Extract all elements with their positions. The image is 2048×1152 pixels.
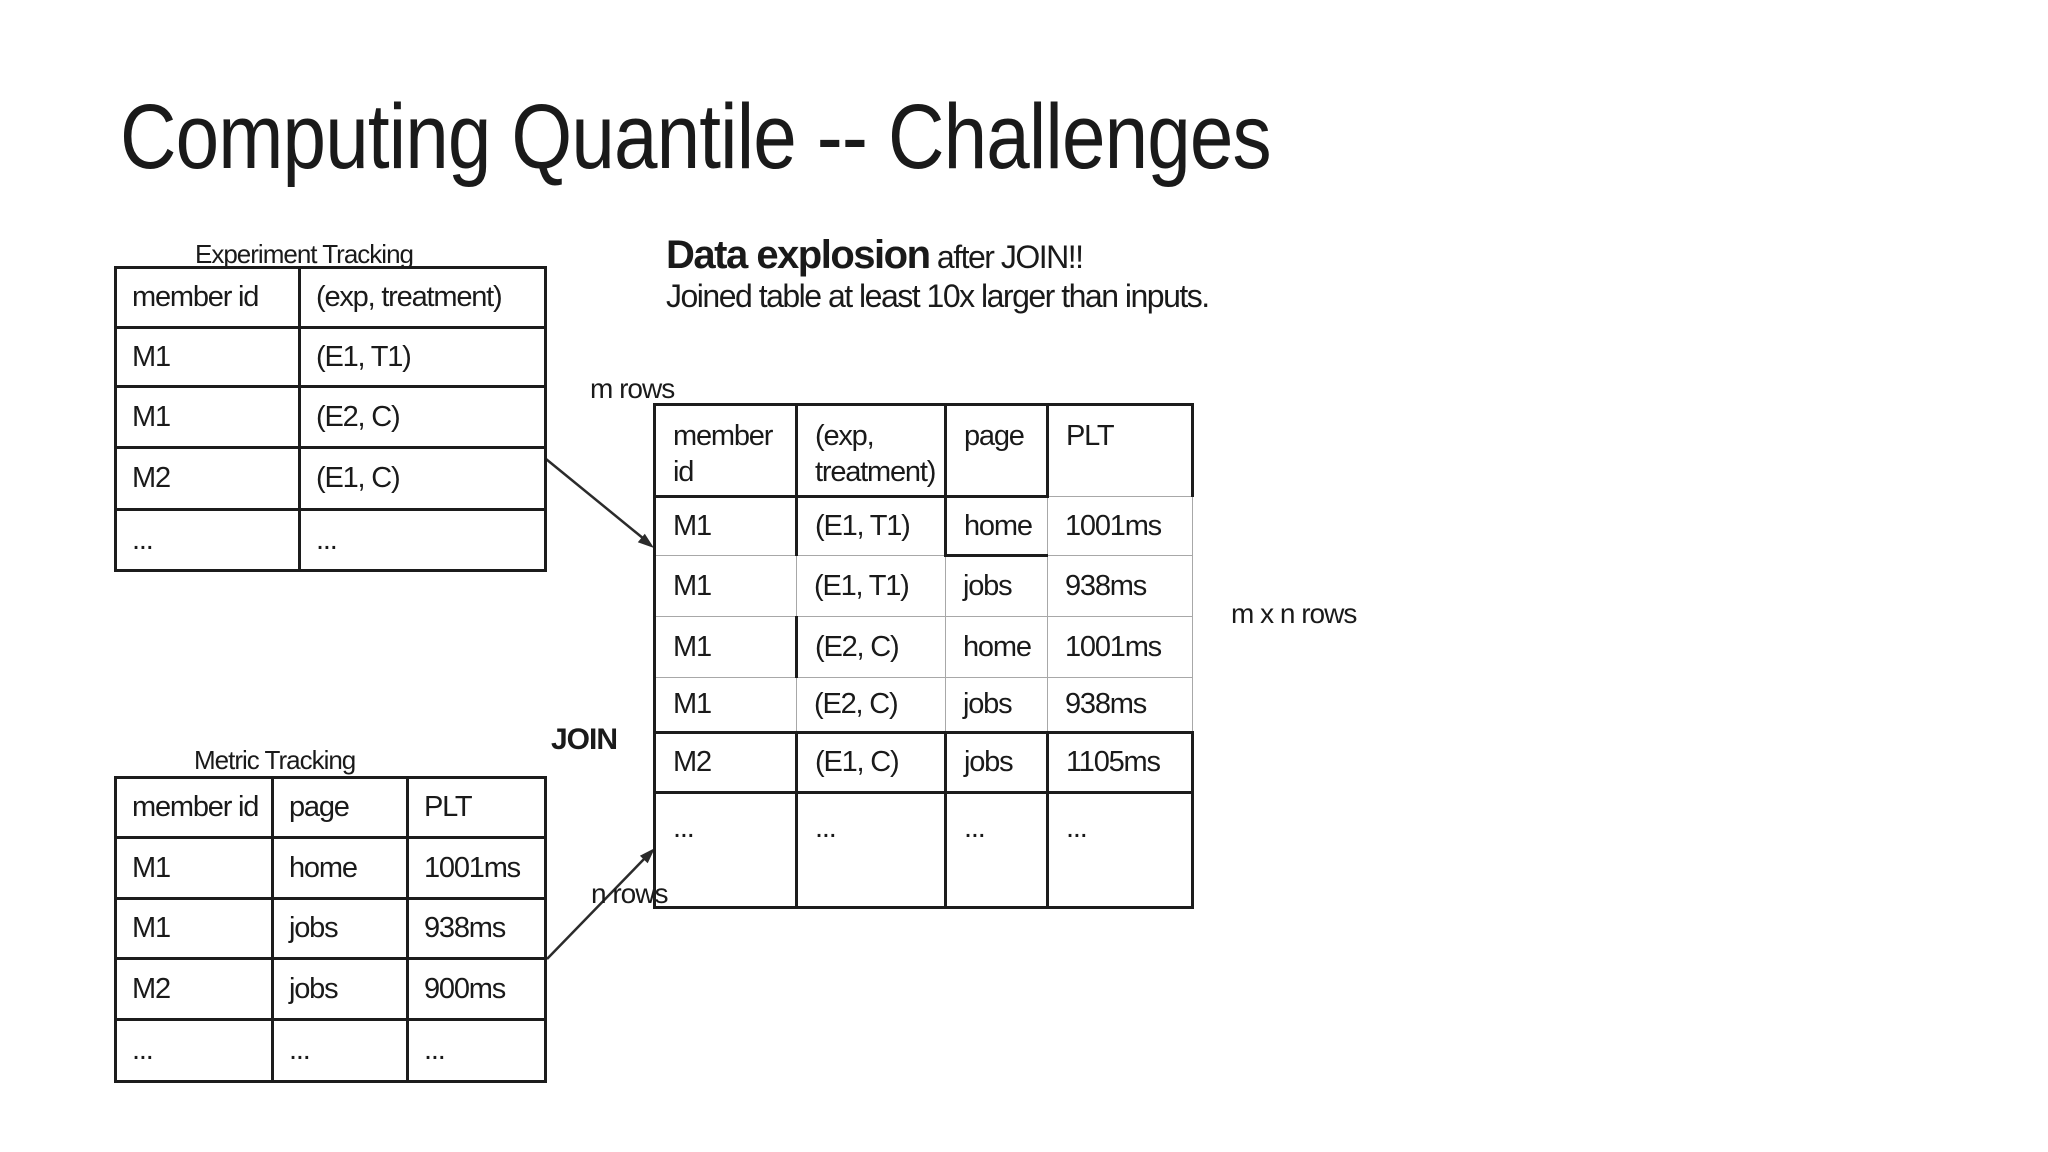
table-cell: M2: [653, 731, 798, 794]
page-title: Computing Quantile -- Challenges: [120, 86, 1272, 188]
table-cell: 1001ms: [1047, 496, 1193, 556]
table-cell: M1: [653, 616, 798, 678]
table-cell: ...: [653, 791, 798, 909]
table-header-cell: PLT: [1046, 403, 1194, 497]
table-cell: 1001ms: [406, 836, 547, 900]
table-header-cell: (exp, treatment): [298, 266, 547, 329]
experiment-table-title: Experiment Tracking: [195, 239, 414, 269]
data-explosion-subtitle: Joined table at least 10x larger than in…: [666, 278, 1210, 314]
table-cell: (E1, C): [298, 446, 547, 511]
metric-table-title: Metric Tracking: [194, 745, 356, 775]
table-cell: M1: [653, 677, 797, 734]
table-cell: ...: [1046, 791, 1194, 909]
table-cell: ...: [298, 508, 547, 572]
data-explosion-heading-rest: after JOIN!!: [929, 239, 1084, 275]
table-header-cell: PLT: [406, 776, 547, 839]
data-explosion-heading: Data explosion after JOIN!!: [666, 233, 1084, 277]
table-cell: jobs: [945, 554, 1048, 617]
table-cell: M2: [114, 446, 301, 511]
table-cell: M1: [653, 495, 798, 556]
table-header-cell: page: [944, 403, 1049, 498]
table-cell: ...: [271, 1018, 409, 1083]
table-cell: M1: [114, 836, 274, 900]
table-cell: jobs: [271, 957, 409, 1021]
join-label: JOIN: [551, 723, 618, 756]
table-cell: (E1, C): [795, 731, 947, 794]
table-header-cell: member id: [653, 403, 798, 498]
table-cell: 938ms: [1047, 555, 1193, 617]
table-cell: (E2, C): [796, 677, 946, 734]
table-cell: home: [945, 616, 1048, 678]
table-cell: ...: [795, 791, 947, 909]
table-cell: ...: [944, 791, 1049, 909]
table-cell: (E2, C): [298, 385, 547, 449]
table-cell: 1105ms: [1046, 731, 1194, 794]
table-cell: 1001ms: [1047, 616, 1193, 678]
table-cell: ...: [114, 508, 301, 572]
table-cell: M1: [653, 555, 797, 617]
table-cell: ...: [406, 1018, 547, 1083]
arrow-experiment-to-joined: [545, 458, 654, 548]
table-cell: (E1, T1): [796, 555, 946, 617]
table-cell: (E1, T1): [795, 495, 947, 556]
table-cell: home: [944, 495, 1048, 557]
table-header-cell: member id: [114, 776, 274, 839]
table-cell: jobs: [945, 677, 1048, 734]
table-header-cell: member id: [114, 266, 301, 329]
table-header-cell: (exp, treatment): [795, 403, 947, 498]
table-cell: 938ms: [1047, 677, 1193, 734]
table-cell: 900ms: [406, 957, 547, 1021]
experiment-tracking-table: member id(exp, treatment)M1(E1, T1)M1(E2…: [114, 266, 547, 572]
data-explosion-heading-bold: Data explosion: [666, 233, 931, 277]
table-cell: (E2, C): [795, 616, 946, 678]
table-cell: 938ms: [406, 897, 547, 960]
table-cell: M1: [114, 385, 301, 449]
m-rows-label: m rows: [590, 373, 675, 404]
table-cell: jobs: [271, 897, 409, 960]
table-cell: jobs: [944, 731, 1049, 794]
table-cell: M2: [114, 957, 274, 1021]
table-cell: M1: [114, 326, 301, 388]
table-cell: M1: [114, 897, 274, 960]
table-cell: home: [271, 836, 409, 900]
table-cell: ...: [114, 1018, 274, 1083]
table-header-cell: page: [271, 776, 409, 839]
table-cell: (E1, T1): [298, 326, 547, 388]
m-x-n-rows-label: m x n rows: [1231, 598, 1357, 629]
